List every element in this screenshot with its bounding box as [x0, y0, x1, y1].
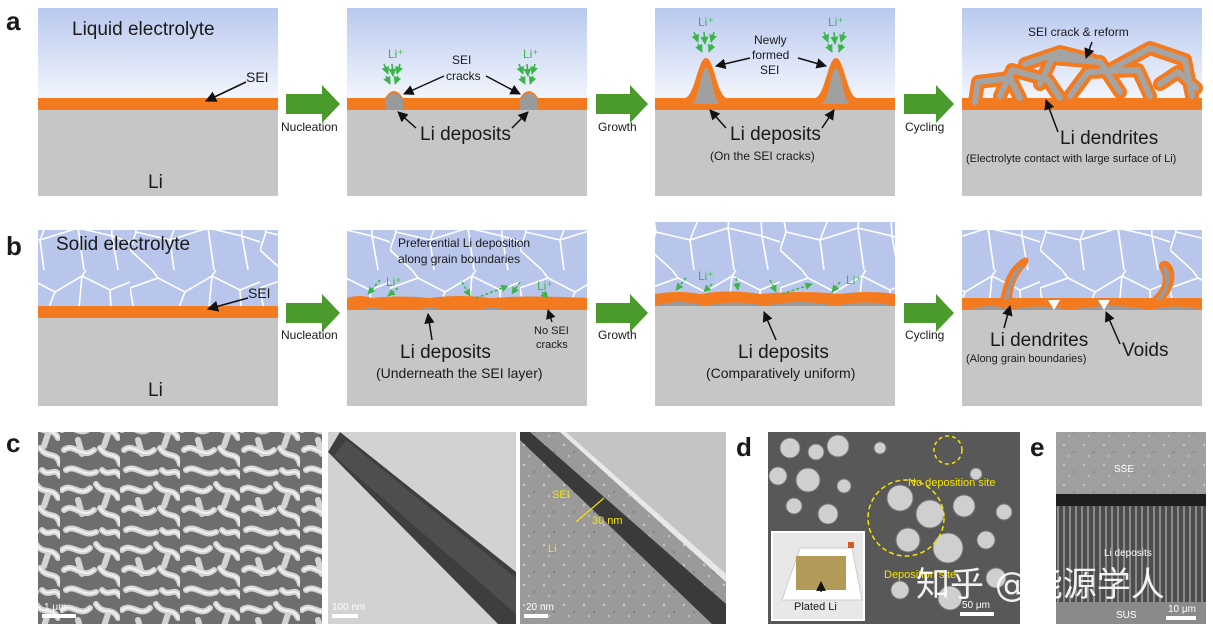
li-ion-label: Li⁺ [846, 273, 862, 287]
sei-thickness-label: 30 nm [592, 515, 623, 527]
cycling-label-b: Cycling [905, 328, 944, 342]
sem-micrograph-c1: 1 μm [38, 432, 322, 624]
no-deposition-site-label: No deposition site [908, 477, 995, 489]
li-ion-label: Li⁺ [386, 275, 402, 289]
panel-a-step-1: Liquid electrolyte SEI Li [38, 8, 278, 196]
growth-arrow-a: Growth [596, 85, 648, 134]
sei-crack-reform-label: SEI crack & reform [1028, 25, 1129, 39]
scale-bar-label: 1 μm [44, 602, 66, 613]
comparatively-uniform-label: (Comparatively uniform) [706, 365, 855, 381]
sei-cracks-label: cracks [446, 69, 481, 83]
deposition-site-label: Deposition site [884, 569, 956, 581]
sem-micrograph-e: SSE Li deposits SUS 10 μm [1056, 432, 1206, 624]
cycling-label-a: Cycling [905, 120, 944, 134]
li-ion-label: Li⁺ [698, 15, 714, 29]
sei-cracks-label: SEI [452, 53, 471, 67]
li-dendrites-label: Li dendrites [1060, 128, 1158, 149]
solid-electrolyte-label: Solid electrolyte [56, 234, 190, 255]
preferential-deposition-label: Preferential Li deposition [398, 236, 530, 250]
li-deposits-label: Li deposits [738, 342, 829, 363]
scale-bar-label: 50 μm [962, 600, 990, 611]
cycling-arrow-a: Cycling [904, 85, 954, 134]
liquid-electrolyte-label: Liquid electrolyte [72, 19, 215, 40]
panel-b-step-1: Solid electrolyte SEI Li [38, 230, 278, 406]
preferential-deposition-label: along grain boundaries [398, 252, 520, 266]
sem-micrograph-d: No deposition site Deposition site Plate… [768, 432, 1020, 624]
panel-b-step-3: Li⁺ Li⁺ Li deposits (Comparatively unifo… [655, 222, 895, 406]
scale-bar-label: 100 nm [332, 602, 365, 613]
li-deposits-label: Li deposits [730, 124, 821, 145]
sei-label: SEI [246, 69, 269, 85]
panel-letter-e: e [1030, 432, 1044, 462]
scale-bar-label: 10 μm [1168, 604, 1196, 615]
tem-micrograph-c2: 100 nm [328, 432, 516, 624]
li-dendrites-label: Li dendrites [990, 330, 1088, 351]
nucleation-arrow-a: Nucleation [281, 85, 340, 134]
along-grain-boundaries-label: (Along grain boundaries) [966, 353, 1086, 365]
inset-photo-plated-li: Plated Li [771, 531, 865, 621]
li-ion-label: Li⁺ [698, 269, 714, 283]
panel-a-step-4: SEI crack & reform Li dendrites (Electro… [962, 8, 1203, 196]
newly-formed-sei-label: SEI [760, 63, 779, 77]
underneath-sei-label: (Underneath the SEI layer) [376, 365, 543, 381]
no-sei-cracks-label: cracks [536, 339, 568, 351]
nucleation-label-a: Nucleation [281, 120, 338, 134]
li-deposits-label: Li deposits [400, 342, 491, 363]
panel-b-step-4: Li dendrites (Along grain boundaries) Vo… [962, 230, 1202, 406]
li-ion-label: Li⁺ [388, 47, 404, 61]
panel-letter-a: a [6, 6, 21, 36]
sei-label-micrograph: SEI [552, 489, 570, 501]
scale-bar-label: 20 nm [526, 602, 554, 613]
growth-label-a: Growth [598, 120, 637, 134]
nucleation-arrow-b: Nucleation [281, 294, 340, 342]
panel-letter-c: c [6, 428, 20, 458]
sse-label: SSE [1114, 464, 1134, 475]
li-metal-label: Li [148, 380, 163, 401]
electrolyte-contact-label: (Electrolyte contact with large surface … [966, 153, 1176, 165]
li-deposits-micrograph-label: Li deposits [1104, 548, 1152, 559]
nucleation-label-b: Nucleation [281, 328, 338, 342]
newly-formed-sei-label: formed [752, 48, 789, 62]
panel-letter-b: b [6, 231, 22, 261]
sus-label: SUS [1116, 610, 1137, 621]
no-sei-cracks-label: No SEI [534, 325, 569, 337]
li-ion-label: Li⁺ [523, 47, 539, 61]
hrtem-micrograph-c3: SEI 30 nm Li 20 nm [520, 432, 726, 624]
watermark-text: 知乎 @能源学人 [916, 565, 1165, 605]
panel-a-step-2: Li⁺ Li⁺ SEI cracks Li deposits [347, 8, 587, 196]
li-metal-label: Li [148, 172, 163, 193]
cycling-arrow-b: Cycling [904, 294, 954, 342]
plated-li-label: Plated Li [794, 601, 837, 613]
panel-a-step-3: Li⁺ Li⁺ Newly formed SEI Li deposits (On… [655, 8, 895, 196]
li-ion-label: Li⁺ [537, 279, 553, 293]
panel-b-step-2: Preferential Li deposition along grain b… [347, 230, 587, 406]
li-label-micrograph: Li [548, 543, 557, 555]
li-deposits-label: Li deposits [420, 124, 511, 145]
newly-formed-sei-label: Newly [754, 33, 787, 47]
sei-label: SEI [248, 285, 271, 301]
growth-label-b: Growth [598, 328, 637, 342]
on-sei-cracks-label: (On the SEI cracks) [710, 149, 815, 163]
voids-label: Voids [1122, 340, 1168, 361]
li-ion-label: Li⁺ [828, 15, 844, 29]
panel-letter-d: d [736, 432, 752, 462]
growth-arrow-b: Growth [596, 294, 648, 342]
